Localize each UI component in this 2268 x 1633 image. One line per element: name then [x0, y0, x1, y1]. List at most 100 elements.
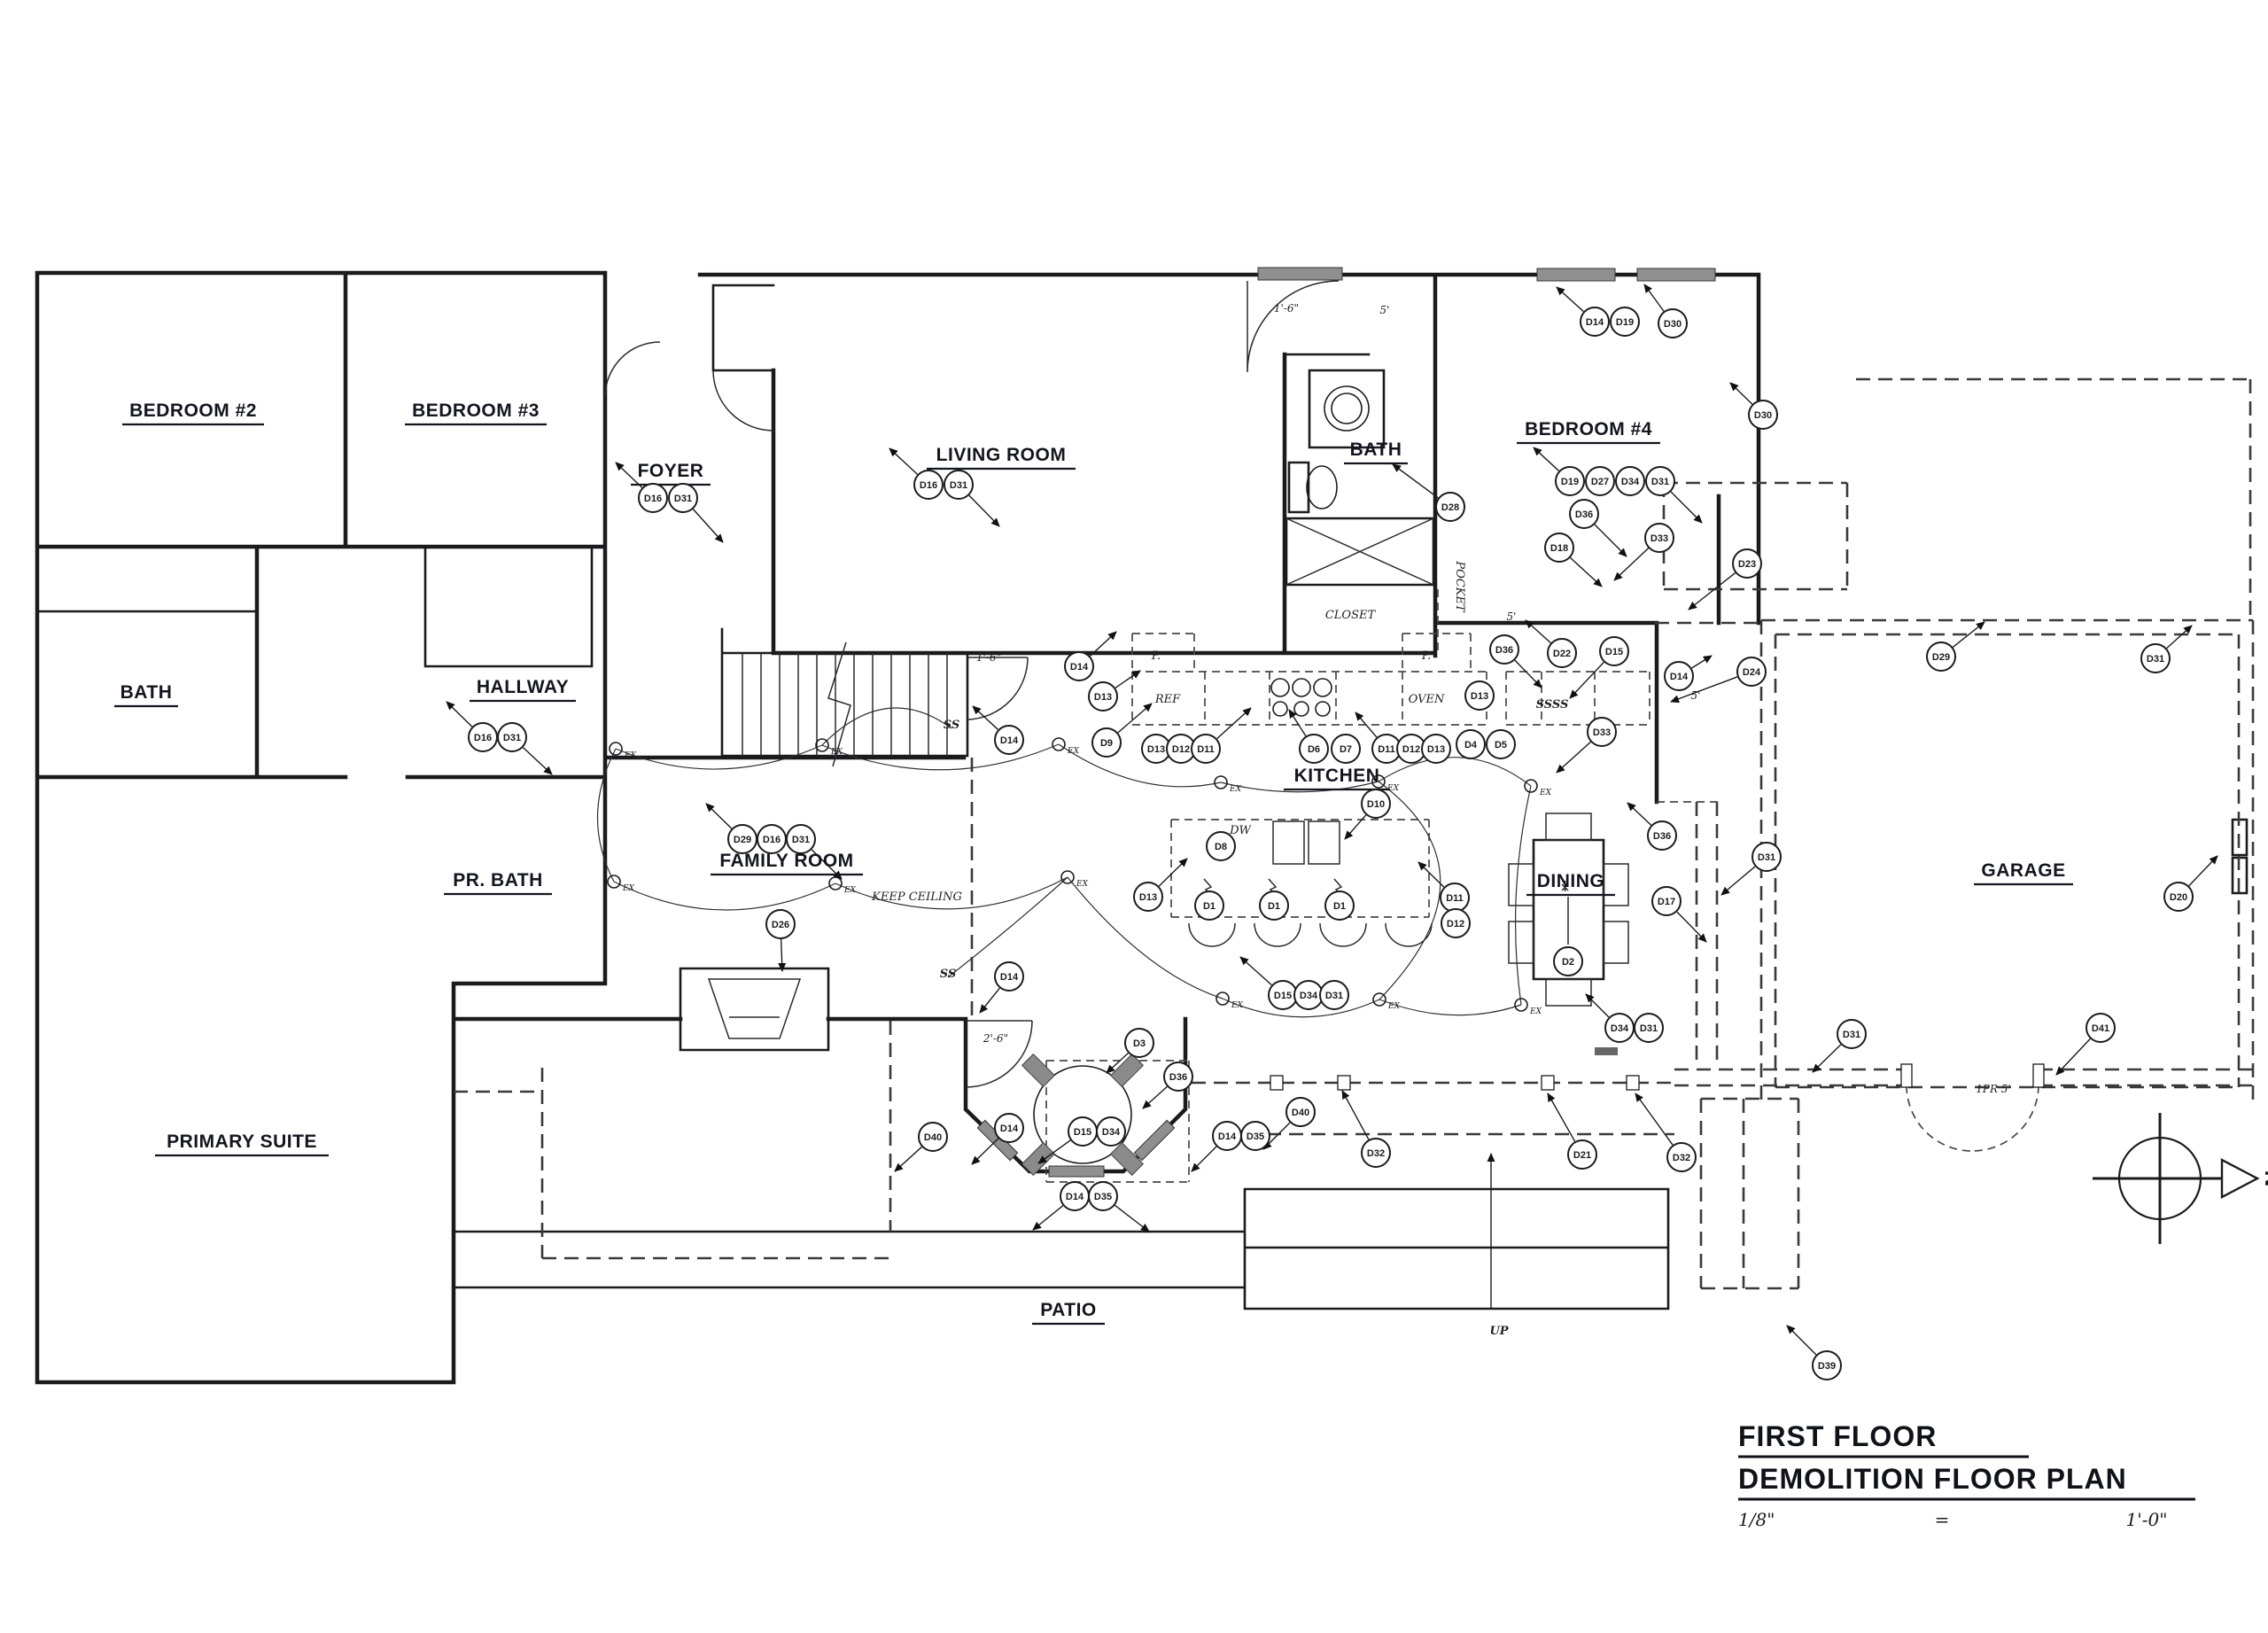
- callout-tag-D14: D14: [1218, 1131, 1237, 1142]
- callout-tag-D15: D15: [1274, 991, 1292, 1001]
- room-label-patio: PATIO: [1040, 1300, 1097, 1320]
- cooktop-burner: [1272, 701, 1288, 717]
- north-arrow-compass: [2093, 1113, 2260, 1244]
- callout-leader: [615, 462, 643, 488]
- callout-circle-D12: [1441, 908, 1471, 938]
- electrical-wiring-arcs: [596, 707, 1532, 1018]
- callout-leader: [692, 509, 724, 543]
- existing-fixture-icon: [1371, 774, 1386, 789]
- callout-tag-D31: D31: [792, 835, 810, 845]
- annotation-pocket: POCKET: [1453, 560, 1466, 613]
- callout-leader: [2166, 625, 2193, 649]
- cooktop-burner: [1313, 678, 1332, 697]
- compass-crosshair: [2093, 1113, 2222, 1244]
- demolition-dashed-walls: [454, 377, 2255, 1290]
- existing-fixture-icon: [1216, 991, 1230, 1006]
- callout-tag-D3: D3: [1133, 1038, 1146, 1049]
- callout-circle-D23: [1732, 548, 1762, 579]
- callout-tag-D19: D19: [1616, 317, 1634, 328]
- callout-leader: [1158, 858, 1188, 887]
- callout-leader: [1691, 655, 1713, 669]
- stair-treads-and-fixture-lines: [604, 280, 1629, 1088]
- room-label-bedroom-2: BEDROOM #2: [129, 400, 257, 421]
- door-jamb: [1626, 1075, 1640, 1091]
- existing-fixture-label: EX: [1387, 1002, 1401, 1011]
- breakfast-table: [1033, 1065, 1132, 1164]
- breakfast-chair: [1021, 1053, 1056, 1088]
- callout-tag-D14: D14: [1000, 735, 1019, 746]
- room-label-pr-bath: PR. BATH: [453, 870, 543, 890]
- callout-leader: [1613, 548, 1650, 581]
- callout-circle-D40: [918, 1122, 948, 1152]
- wiring-curves: [596, 707, 1532, 1018]
- callout-circle-D26: [765, 909, 796, 939]
- callout-tag-D1: D1: [1333, 901, 1346, 912]
- callout-leaders: [446, 284, 2218, 1356]
- window: [1536, 268, 1616, 282]
- callout-leader: [1720, 866, 1756, 896]
- annotation-oven: OVEN: [1409, 693, 1445, 706]
- hatch-chip: [1595, 1047, 1618, 1055]
- callout-circle-D2: [1553, 946, 1583, 976]
- callout-tag-D34: D34: [1102, 1127, 1121, 1138]
- callout-tag-D26: D26: [772, 920, 789, 930]
- room-label-living-room: LIVING ROOM: [936, 445, 1067, 465]
- room-label-kitchen: KITCHEN: [1294, 766, 1380, 786]
- callout-tag-D35: D35: [1247, 1131, 1264, 1142]
- existing-fixture-icon: [1514, 998, 1528, 1012]
- existing-fixture-label: EX: [624, 751, 637, 760]
- callout-tag-D20: D20: [2170, 892, 2187, 903]
- callout-circle-D39: [1812, 1350, 1842, 1380]
- callout-tag-D31: D31: [503, 733, 521, 743]
- existing-fixture-label: EX: [1386, 784, 1400, 793]
- room-label-family-room: FAMILY ROOM: [719, 851, 853, 871]
- callout-tag-D34: D34: [1611, 1023, 1629, 1034]
- callout-leader: [2188, 855, 2218, 887]
- callout-circle-D31: [1751, 842, 1782, 872]
- callout-tag-D1: D1: [1203, 901, 1216, 912]
- callout-leader: [1514, 659, 1542, 688]
- callout-leader: [1288, 709, 1307, 737]
- wall-solid-heavy: [35, 270, 1761, 1385]
- callout-tag-D12: D12: [1172, 744, 1190, 755]
- annotation-closet: CLOSET: [1325, 609, 1377, 622]
- callout-circle-D14: [1580, 307, 1610, 337]
- callout-tag-D9: D9: [1100, 738, 1113, 749]
- callout-tag-D23: D23: [1738, 559, 1756, 570]
- callout-circle-D31: [2140, 643, 2171, 673]
- callout-tag-D29: D29: [734, 835, 751, 845]
- existing-fixture-icon: [1524, 779, 1538, 793]
- callout-leader: [1635, 1093, 1674, 1146]
- callout-leader: [1355, 712, 1378, 738]
- callout-circle-D22: [1547, 638, 1577, 668]
- north-label: N: [2260, 1170, 2268, 1187]
- cooktop-burner: [1270, 678, 1290, 697]
- callout-circle-D31: [1837, 1019, 1867, 1049]
- callout-tag-D36: D36: [1169, 1072, 1187, 1083]
- garage-door-jamb: [1900, 1063, 1913, 1088]
- existing-fixture-icon: [1052, 737, 1066, 751]
- callout-tag-D32: D32: [1673, 1153, 1690, 1163]
- callout-tag-D21: D21: [1573, 1150, 1591, 1161]
- callout-leader: [1262, 1122, 1291, 1150]
- callout-circle-D13: [1421, 734, 1451, 764]
- callout-tag-D28: D28: [1441, 502, 1459, 513]
- callout-tag-D39: D39: [1818, 1361, 1836, 1372]
- existing-fixture-icon: [609, 742, 623, 756]
- drawing-title-line1: FIRST FLOOR: [1738, 1420, 1937, 1452]
- callout-tag-D34: D34: [1300, 991, 1318, 1001]
- annotation-p-: P.: [1151, 649, 1161, 663]
- existing-fixture-label: EX: [622, 884, 635, 893]
- callout-tag-D18: D18: [1550, 543, 1568, 554]
- callout-tag-D40: D40: [924, 1132, 942, 1143]
- callout-circle-D35: [1088, 1181, 1118, 1211]
- annotation-up: UP: [1489, 1325, 1509, 1338]
- callout-tag-D31: D31: [674, 494, 692, 504]
- callout-tag-D30: D30: [1754, 410, 1772, 421]
- callout-leader: [1089, 631, 1117, 657]
- callout-leader: [1032, 1205, 1064, 1231]
- callout-leader: [1547, 1093, 1576, 1142]
- callout-circle-D33: [1587, 717, 1617, 747]
- demo-wall-heavy: [454, 377, 2255, 1290]
